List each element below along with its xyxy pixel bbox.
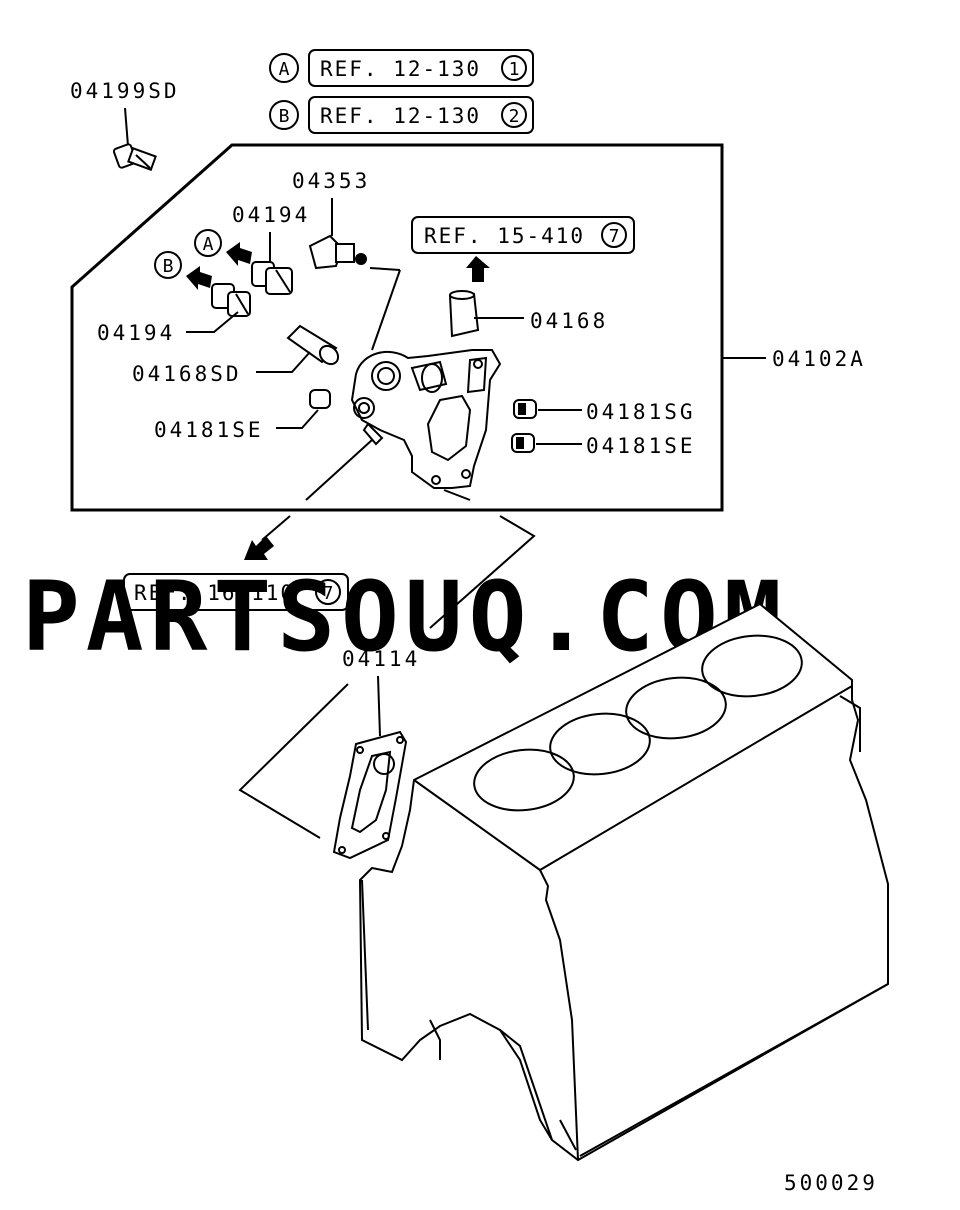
ref-a-box <box>308 49 534 87</box>
leader-04181SE-left <box>276 409 319 429</box>
ref-b-num-circle <box>501 102 527 128</box>
ref-oil-cooler-num-circle <box>315 579 341 605</box>
marker-a-diagram <box>194 229 222 257</box>
plug-left-part <box>309 389 331 409</box>
leader-bracket-to-sensor <box>371 269 401 351</box>
label-04181SE-right[interactable]: 04181SE <box>586 434 696 458</box>
leader-04199SD <box>124 107 129 147</box>
marker-a-circle <box>269 53 299 83</box>
sensor-part <box>308 234 367 270</box>
ref-b-callout[interactable]: B REF. 12-130 2 <box>269 96 534 134</box>
leader-bracket-gasket-b <box>429 515 536 629</box>
arrow-b-icon <box>186 266 212 290</box>
ref-oil-cooler-num: 7 <box>323 583 334 604</box>
label-04181SG[interactable]: 04181SG <box>586 400 696 424</box>
arrow-down-left-icon <box>244 536 274 560</box>
assembly-frame <box>70 143 724 512</box>
ref-a-num: 1 <box>509 59 520 80</box>
leader-bracket-gasket-a <box>443 489 471 501</box>
ref-oil-filter-num-circle <box>601 222 627 248</box>
leader-cooler-arrow <box>261 515 291 541</box>
leader-bracket-down <box>305 439 373 501</box>
label-04199SD[interactable]: 04199SD <box>70 79 180 103</box>
marker-b-diagram <box>154 251 182 279</box>
ref-oil-cooler-text: REF. 16-110 <box>134 581 295 605</box>
marker-a-diagram-label: A <box>203 234 214 255</box>
ref-b-box <box>308 96 534 134</box>
label-04168SD[interactable]: 04168SD <box>132 362 242 386</box>
leader-04168SD <box>256 351 311 373</box>
bolt-part <box>112 143 157 171</box>
switch-a-part <box>251 261 293 295</box>
label-04168[interactable]: 04168 <box>530 309 608 333</box>
label-04194-a[interactable]: 04194 <box>232 203 310 227</box>
nipple-part <box>448 290 480 338</box>
label-04102A[interactable]: 04102A <box>772 347 866 371</box>
watermark: PARTSOUQ.COM <box>22 561 788 673</box>
ref-oil-cooler-callout[interactable]: REF. 16-110 7 <box>123 573 349 611</box>
label-04194-b[interactable]: 04194 <box>97 321 175 345</box>
label-04181SE-left[interactable]: 04181SE <box>154 418 264 442</box>
switch-b-part <box>211 283 251 317</box>
marker-a-label: A <box>279 59 290 80</box>
marker-b-diagram-label: B <box>163 256 174 277</box>
ref-a-text: REF. 12-130 <box>320 57 481 81</box>
ref-a-callout[interactable]: A REF. 12-130 1 <box>269 49 534 87</box>
ref-oil-filter-num: 7 <box>609 226 620 247</box>
ref-oil-filter-callout[interactable]: REF. 15-410 7 <box>411 216 635 254</box>
plug-se-right-part <box>511 433 535 453</box>
pipe-part <box>286 324 340 366</box>
ref-oil-filter-box <box>411 216 635 254</box>
engine-block-part <box>358 602 889 1162</box>
leader-gasket-block <box>238 683 349 839</box>
gasket-part <box>332 730 408 860</box>
leader-04114 <box>377 675 381 737</box>
leader-sensor-tail <box>369 267 401 271</box>
label-04114[interactable]: 04114 <box>342 647 420 671</box>
diagram-id: 500029 <box>784 1171 878 1195</box>
label-04353[interactable]: 04353 <box>292 169 370 193</box>
plug-sg-part <box>513 399 537 419</box>
ref-oil-filter-text: REF. 15-410 <box>424 224 585 248</box>
leader-04194-b <box>186 311 239 333</box>
marker-b-label: B <box>279 106 290 127</box>
marker-b-circle <box>269 100 299 130</box>
ref-a-num-circle <box>501 55 527 81</box>
ref-oil-cooler-box <box>123 573 349 611</box>
ref-b-text: REF. 12-130 <box>320 104 481 128</box>
arrow-a-icon <box>226 242 252 266</box>
ref-b-num: 2 <box>509 106 520 127</box>
oil-filter-bracket-part <box>350 349 502 489</box>
arrow-up-icon <box>466 256 490 282</box>
